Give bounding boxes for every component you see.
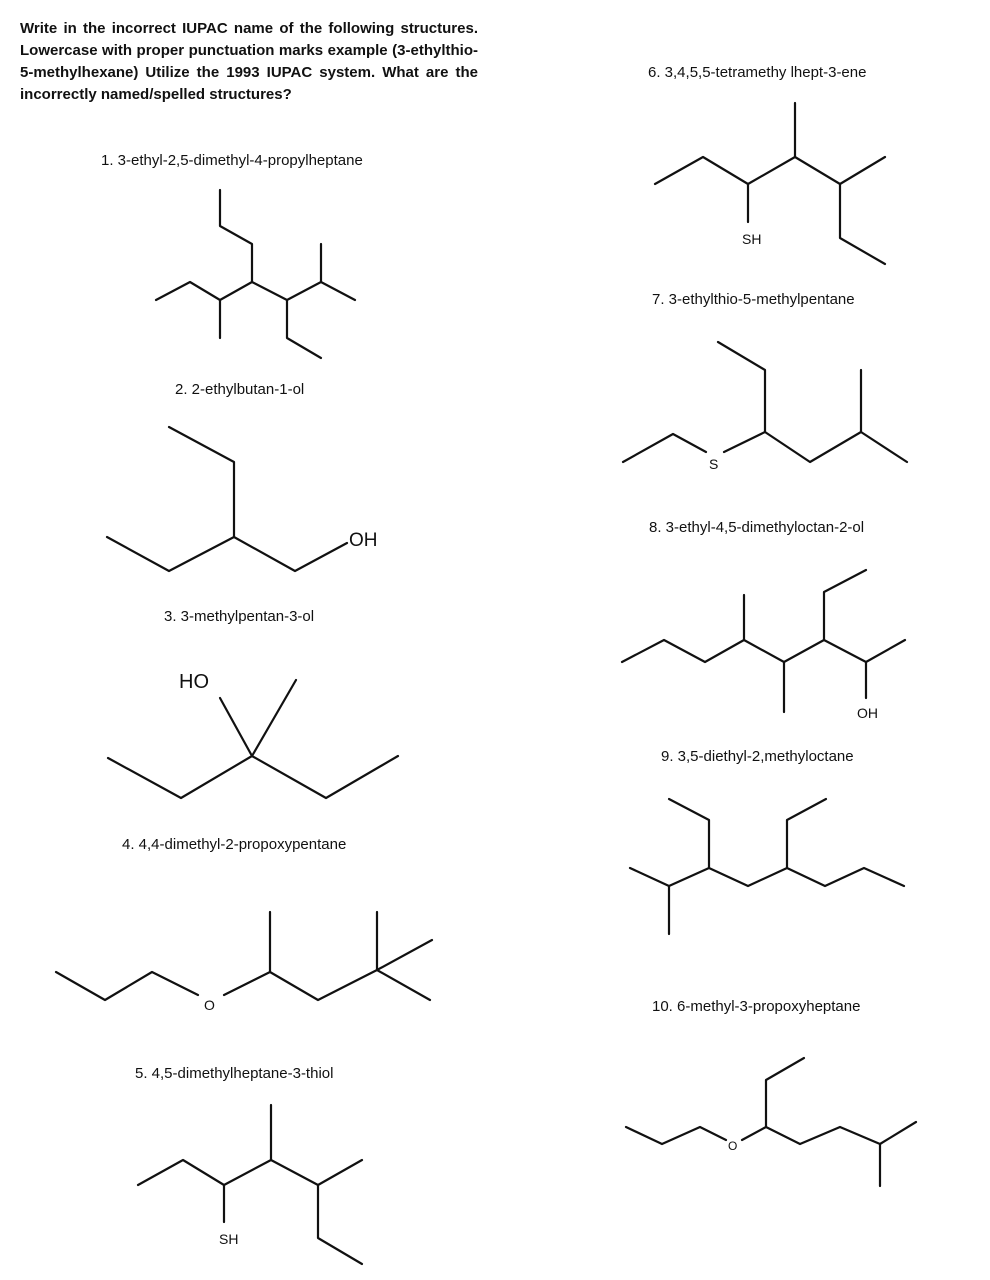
structure-3-skeletal: HO — [106, 671, 400, 800]
structure-8-atom-oh: OH — [857, 705, 878, 721]
problem-2-label: 2. 2-ethylbutan-1-ol — [175, 381, 305, 398]
problem-4-label: 4. 4,4-dimethyl-2-propoxypentane — [122, 836, 347, 853]
structure-4-skeletal: O — [54, 910, 434, 1013]
structure-5-skeletal: SH — [136, 1103, 364, 1266]
structure-2-skeletal: OH — [105, 425, 378, 573]
problem-1-label: 1. 3-ethyl-2,5-dimethyl-4-propylheptane — [101, 152, 363, 169]
structure-2-atom-oh: OH — [349, 530, 378, 551]
structure-4-atom-o: O — [204, 997, 215, 1013]
problem-8-label: 8. 3-ethyl-4,5-dimethyloctan-2-ol — [649, 519, 865, 536]
structure-7-skeletal: S — [621, 340, 909, 472]
problem-5-label: 5. 4,5-dimethylheptane-3-thiol — [135, 1065, 334, 1082]
problem-7-label: 7. 3-ethylthio-5-methylpentane — [652, 291, 855, 308]
structure-9-skeletal — [628, 797, 906, 936]
structure-3-atom-ho: HO — [179, 671, 209, 693]
problem-6-label: 6. 3,4,5,5-tetramethy lhept-3-ene — [648, 64, 867, 81]
structure-6-atom-sh: SH — [742, 231, 761, 247]
structure-10-atom-o: O — [728, 1139, 737, 1153]
structure-10-skeletal: O — [624, 1056, 918, 1188]
structure-1-skeletal — [154, 188, 357, 360]
structure-7-atom-s: S — [709, 456, 718, 472]
structure-6-skeletal: SH — [653, 101, 887, 266]
structure-8-skeletal: OH — [620, 568, 907, 721]
structure-5-atom-sh: SH — [219, 1231, 238, 1247]
problem-9-label: 9. 3,5-diethyl-2,methyloctane — [661, 748, 854, 765]
instructions-text: Write in the incorrect IUPAC name of the… — [20, 20, 478, 103]
problem-3-label: 3. 3-methylpentan-3-ol — [164, 608, 315, 625]
problem-10-label: 10. 6-methyl-3-propoxyheptane — [652, 998, 861, 1015]
